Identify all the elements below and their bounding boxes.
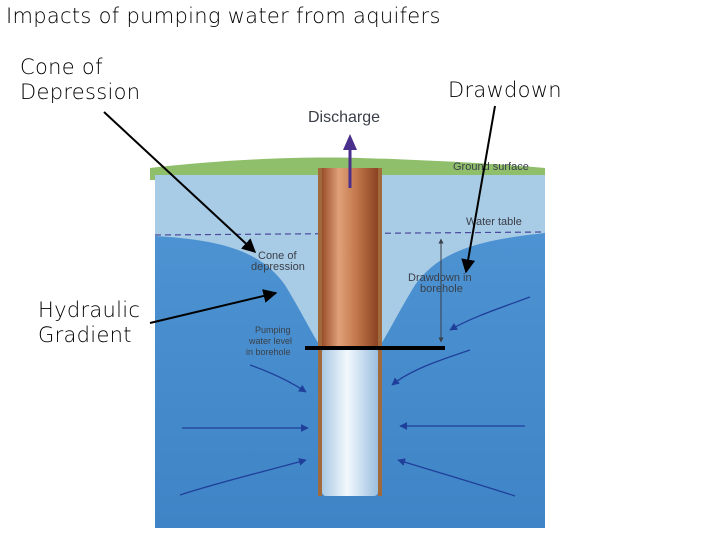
cone-label-line1: Cone of (258, 250, 297, 262)
ground-surface-label: Ground surface (453, 161, 529, 173)
discharge-label: Discharge (308, 109, 380, 126)
flow-arrow-right-lower (397, 458, 516, 497)
water-table-label: Water table (466, 216, 522, 228)
borehole-wall-right (378, 168, 382, 496)
pumping-label-line3: in borehole (246, 347, 291, 357)
borehole-wall-left (318, 168, 322, 496)
borehole-casing (322, 168, 378, 348)
borehole-water (322, 348, 378, 496)
pumping-label-line1: Pumping (255, 325, 291, 335)
flow-arrow-right-upper (391, 349, 471, 386)
drawdown-callout: Drawdown (448, 78, 562, 102)
hydraulic-callout-pointer (149, 289, 278, 324)
slide-title: Impacts of pumping water from aquifers (6, 4, 441, 28)
cone-label-line2: depression (251, 261, 305, 273)
cone-callout-pointer (103, 111, 257, 253)
cone-of-depression-callout: Cone of Depression (20, 55, 141, 105)
flow-arrow-left-upper (249, 364, 307, 393)
pumping-label-line2: water level (248, 336, 292, 346)
flow-arrow-right-top (449, 296, 531, 331)
discharge-arrowhead (343, 134, 357, 150)
flow-arrow-left-lower (179, 458, 307, 496)
hydraulic-gradient-callout: Hydraulic Gradient (38, 298, 141, 348)
drawdown-callout-pointer (461, 105, 496, 274)
